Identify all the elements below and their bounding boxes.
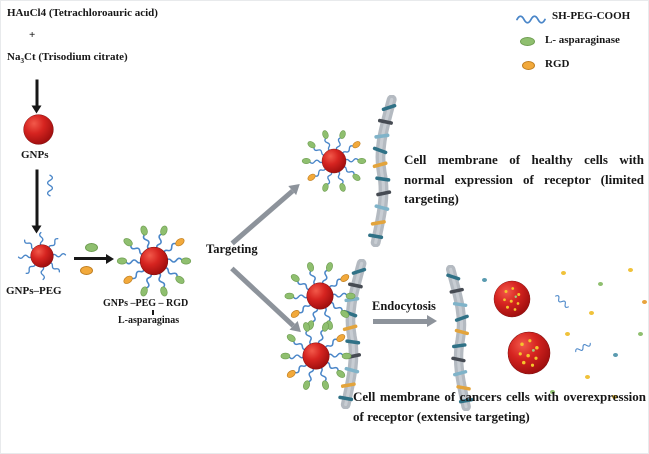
healthy-cell-caption: Cell membrane of healthy cells with norm… [404, 152, 644, 206]
gnps-label: GNPs [21, 149, 49, 161]
speck-icon [550, 390, 555, 394]
cancer-bound-conjugate-icon-2 [273, 313, 359, 399]
legend-rgd-label: RGD [545, 58, 570, 70]
legend-peg-squiggle-icon [516, 14, 546, 25]
endosome-icon-1 [488, 275, 536, 323]
speck-icon [589, 311, 594, 315]
speck-icon [561, 271, 566, 275]
released-peg-squiggle-icon [573, 340, 592, 355]
targeting-label: Targeting [206, 242, 258, 256]
arrow-right-conjugation [74, 257, 106, 260]
asparaginase-dot-icon [85, 243, 98, 252]
speck-icon [628, 268, 633, 272]
conjugate-bond-tick [152, 310, 154, 315]
gnp-icon [22, 113, 55, 146]
reagent-haucl4-label: HAuCl4 (Tetrachloroauric acid) [7, 7, 158, 19]
legend-rgd-icon [522, 61, 535, 70]
conjugate-label-line2: L-asparaginas [118, 315, 180, 326]
gnp-peg-icon [8, 222, 76, 290]
speck-icon [598, 282, 603, 286]
citrate-subscript: 3 [20, 57, 25, 66]
citrate-rest-text: Ct (Trisodium citrate) [24, 51, 128, 63]
gnps-peg-label: GNPs–PEG [6, 285, 62, 297]
healthy-cell-membrane-icon [355, 95, 407, 247]
targeting-arrow-up [230, 189, 294, 245]
speck-icon [638, 332, 643, 336]
endosome-icon-2 [501, 325, 557, 381]
speck-icon [565, 332, 570, 336]
speck-icon [482, 278, 487, 282]
gnp-conjugate-icon [109, 216, 199, 306]
arrow-down-2 [35, 169, 39, 226]
plus-sign: + [29, 29, 36, 41]
speck-icon [612, 395, 617, 399]
citrate-base-text: Na [7, 51, 21, 63]
legend-peg-label: SH-PEG-COOH [552, 10, 631, 22]
conjugate-label-line1: GNPs –PEG – RGD [103, 298, 189, 309]
speck-icon [585, 375, 590, 379]
reagent-citrate-label: Na3Ct (Trisodium citrate) [7, 51, 128, 65]
peg-squiggle-icon [46, 175, 55, 197]
arrow-down-1 [35, 79, 39, 106]
endocytosis-label: Endocytosis [372, 299, 436, 313]
cancer-cell-caption: Cell membrane of cancers cells with over… [353, 389, 646, 424]
endocytosis-arrow [373, 319, 427, 324]
speck-icon [613, 353, 618, 357]
speck-icon [642, 300, 647, 304]
released-peg-squiggle-icon [553, 293, 571, 310]
rgd-dot-icon [80, 266, 93, 275]
legend-asparaginase-icon [520, 37, 535, 46]
legend-asparaginase-label: L- asparaginase [545, 34, 620, 46]
